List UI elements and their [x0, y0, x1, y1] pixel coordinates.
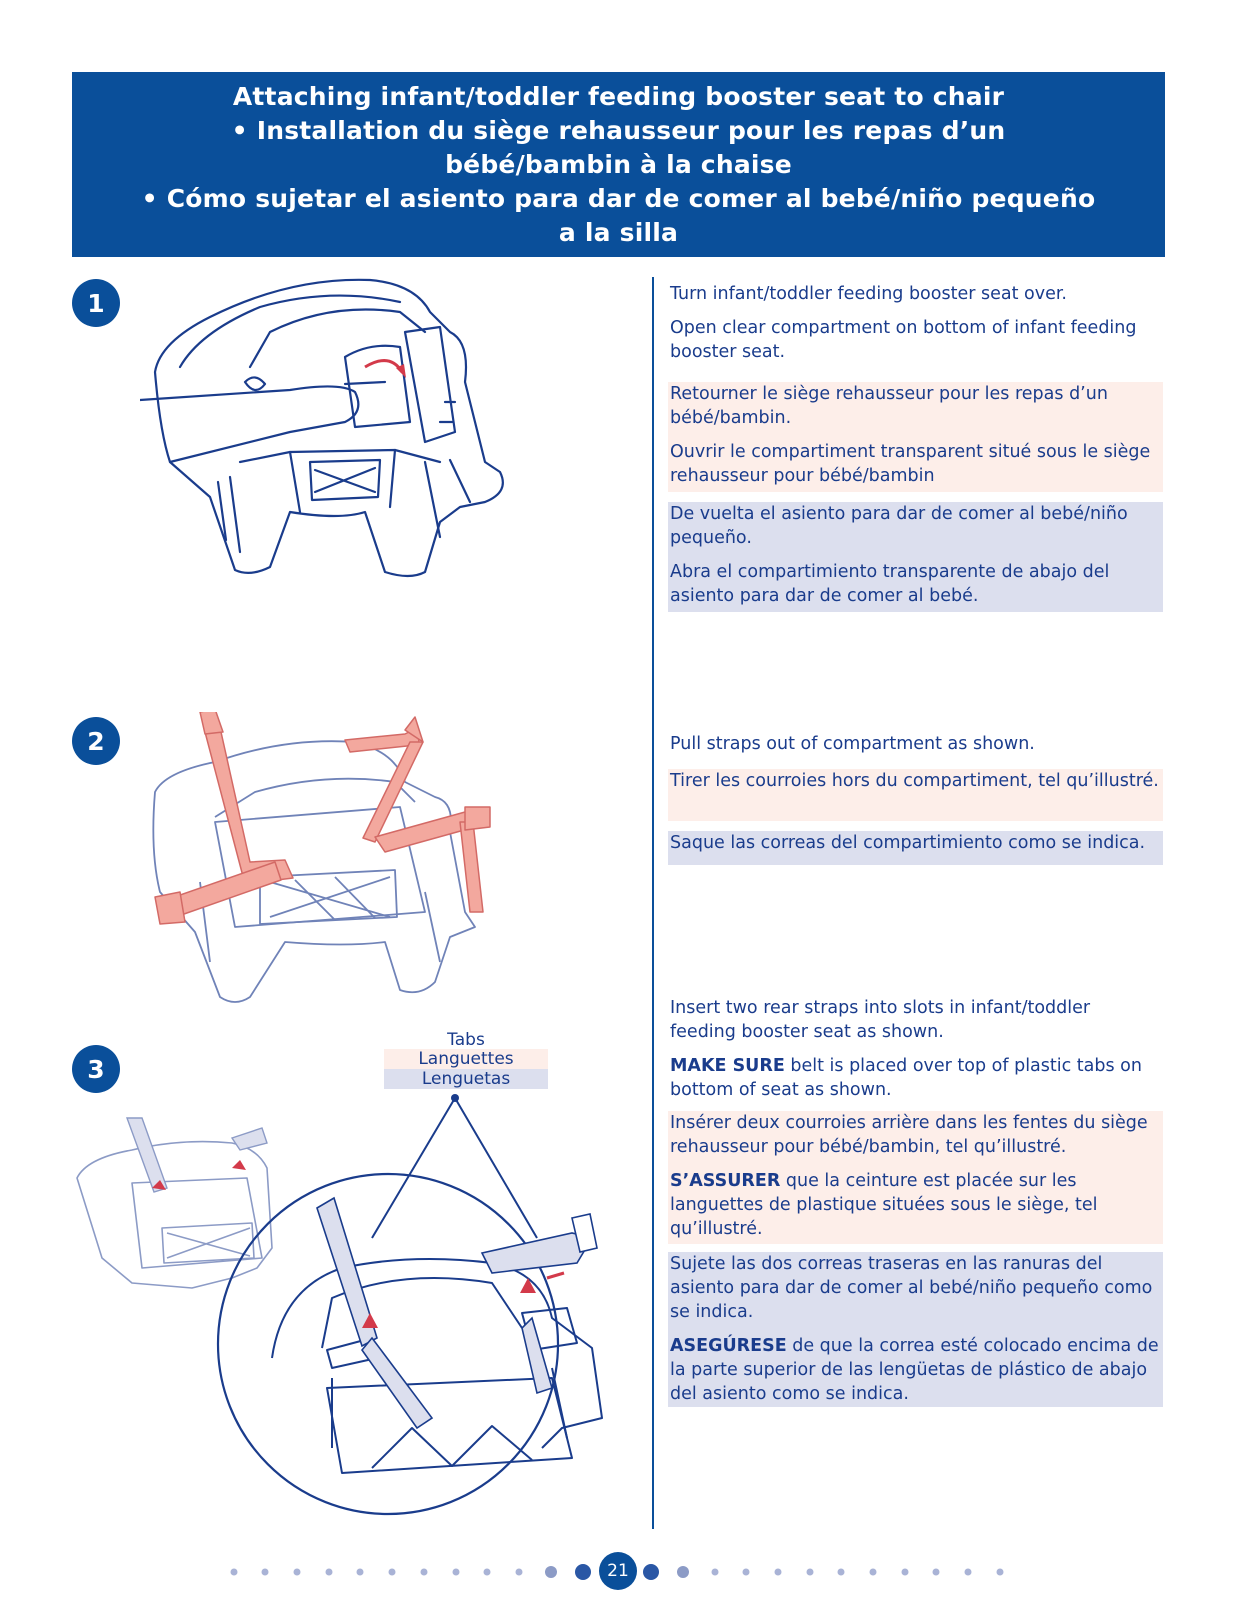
step-2-en: Pull straps out of compartment as shown.	[668, 732, 1163, 760]
step-3-es-2-rest: de que la correa esté colocado encima de…	[670, 1336, 1159, 1404]
step-1-fr: Retourner le siège rehausseur pour les r…	[668, 382, 1163, 492]
step-3-fr-1: Insérer deux courroies arrière dans les …	[670, 1113, 1148, 1157]
step-3-en-2-bold: MAKE SURE	[670, 1056, 785, 1076]
step-3-illustration	[76, 1094, 603, 1516]
step-3-fr-2-rest: que la ceinture est placée sur les langu…	[670, 1171, 1098, 1239]
step-1-number: 1	[72, 279, 120, 327]
step-3-es-2: ASEGÚRESE de que la correa esté colocado…	[670, 1334, 1161, 1406]
step-3-fr: Insérer deux courroies arrière dans les …	[668, 1111, 1163, 1244]
step-1-fr-2: Ouvrir le compartiment transparent situé…	[670, 442, 1151, 486]
step-3-fr-2: S’ASSURER que la ceinture est placée sur…	[670, 1169, 1161, 1241]
callout-tabs-es: Lenguetas	[384, 1069, 548, 1089]
step-1-en-1: Turn infant/toddler feeding booster seat…	[670, 284, 1067, 304]
callout-tabs-en: Tabs	[447, 1030, 485, 1050]
step-2-fr: Tirer les courroies hors du compartiment…	[668, 769, 1163, 821]
step-3-es-1: Sujete las dos correas traseras en las r…	[670, 1254, 1153, 1322]
header-line-3: bébé/bambin à la chaise	[445, 149, 792, 179]
step-3-fr-2-bold: S’ASSURER	[670, 1171, 781, 1191]
page-number: 21	[599, 1552, 637, 1590]
header-line-5: a la silla	[558, 217, 679, 247]
step-3-en-1: Insert two rear straps into slots in inf…	[670, 998, 1091, 1042]
step-1-es-2: Abra el compartimiento transparente de a…	[670, 562, 1110, 606]
step-3-es-2-bold: ASEGÚRESE	[670, 1336, 787, 1356]
step-1-en-2: Open clear compartment on bottom of infa…	[670, 318, 1137, 362]
step-3-es: Sujete las dos correas traseras en las r…	[668, 1252, 1163, 1407]
step-3-en-2: MAKE SURE belt is placed over top of pla…	[670, 1054, 1161, 1102]
callout-tabs-fr: Languettes	[384, 1049, 548, 1069]
step-3-en-2-rest: belt is placed over top of plastic tabs …	[670, 1056, 1142, 1100]
step-2-fr-1: Tirer les courroies hors du compartiment…	[670, 771, 1159, 791]
header-line-4: • Cómo sujetar el asiento para dar de co…	[141, 183, 1096, 213]
page-header: Attaching infant/toddler feeding booster…	[72, 72, 1165, 257]
step-1-fr-1: Retourner le siège rehausseur pour les r…	[670, 384, 1108, 428]
step-2-es-1: Saque las correas del compartimiento com…	[670, 833, 1146, 853]
column-divider	[652, 277, 654, 1529]
step-2-number: 2	[72, 717, 120, 765]
step-1-es: De vuelta el asiento para dar de comer a…	[668, 502, 1163, 612]
step-2-illustration	[152, 712, 491, 1003]
step-2-es: Saque las correas del compartimiento com…	[668, 831, 1163, 865]
step-3-en: Insert two rear straps into slots in inf…	[668, 996, 1163, 1106]
step-1-es-1: De vuelta el asiento para dar de comer a…	[670, 504, 1128, 548]
header-line-1: Attaching infant/toddler feeding booster…	[232, 81, 1005, 111]
step-1-en: Turn infant/toddler feeding booster seat…	[668, 282, 1163, 368]
step-3-number: 3	[72, 1045, 120, 1093]
footer-dot-row	[230, 1564, 1004, 1580]
step-1-illustration	[140, 278, 504, 578]
step-2-en-1: Pull straps out of compartment as shown.	[670, 734, 1035, 754]
header-line-2: • Installation du siège rehausseur pour …	[231, 115, 1006, 145]
